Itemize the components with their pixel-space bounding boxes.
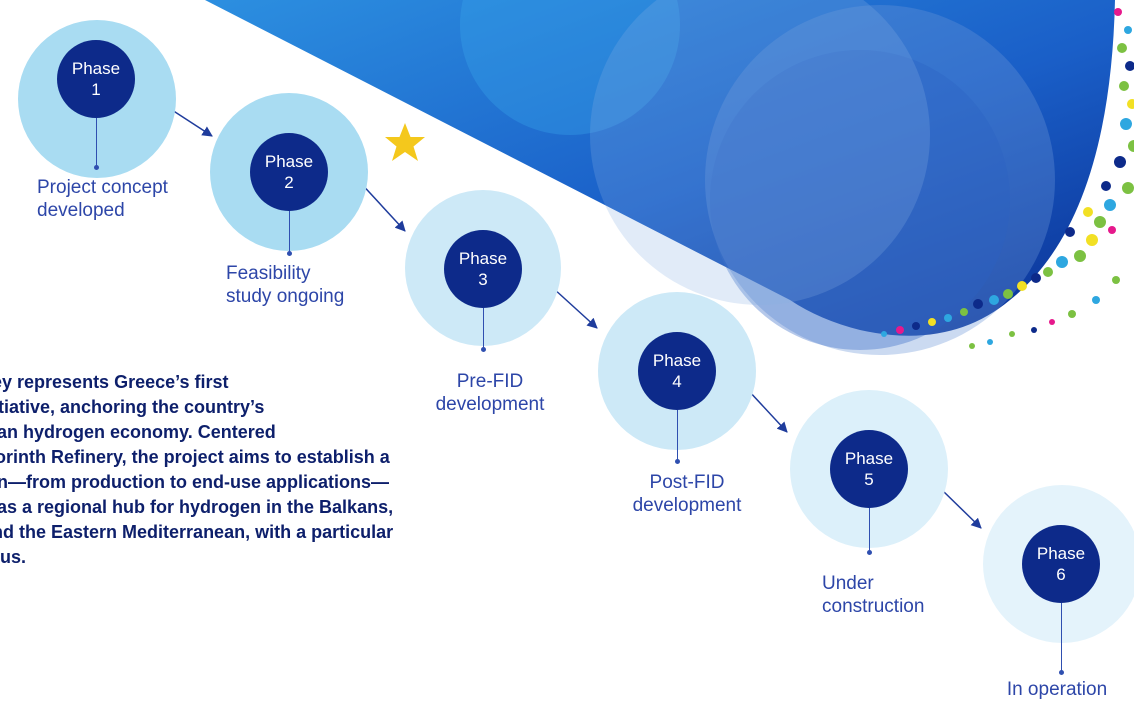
confetti-dot	[1119, 81, 1129, 91]
star-icon	[385, 123, 425, 161]
confetti-dot	[973, 299, 983, 309]
phase-1-connector	[94, 118, 99, 170]
confetti-dot	[1108, 226, 1116, 234]
phase-2-node: Phase 2	[250, 133, 328, 211]
confetti-dot	[969, 343, 975, 349]
confetti-dot	[1125, 61, 1134, 71]
phase-1-status: Project concept developed	[37, 177, 168, 221]
confetti-dot	[1003, 289, 1013, 299]
confetti-dot	[1074, 250, 1086, 262]
confetti-dot	[1086, 234, 1098, 246]
confetti-dot	[1065, 227, 1075, 237]
confetti-dot	[1124, 26, 1132, 34]
confetti-dot	[987, 339, 993, 345]
confetti-dot	[1056, 256, 1068, 268]
confetti-dot	[1009, 331, 1015, 337]
confetti-dot	[1068, 310, 1076, 318]
confetti-dot	[1112, 276, 1120, 284]
confetti-dot	[928, 318, 936, 326]
confetti-dot	[1094, 216, 1106, 228]
confetti-dot	[912, 322, 920, 330]
arrow-phase-5-to-6	[941, 489, 982, 529]
confetti-dot	[1114, 8, 1122, 16]
confetti-dot	[1092, 296, 1100, 304]
phase-arrows	[171, 109, 982, 529]
phase-3-node: Phase 3	[444, 230, 522, 308]
confetti-dot	[944, 314, 952, 322]
phase-6-node: Phase 6	[1022, 525, 1100, 603]
phase-5-status: Under construction	[822, 573, 925, 617]
phase-5-number: 5	[864, 470, 874, 489]
confetti-dot	[1114, 156, 1126, 168]
phase-1-node: Phase 1	[57, 40, 135, 118]
confetti-dot	[1128, 140, 1134, 152]
phase-3-word: Phase	[458, 249, 508, 268]
arrow-phase-3-to-4	[552, 287, 598, 329]
confetti-dot	[1127, 99, 1134, 109]
phase-6-status: In operation	[1006, 679, 1108, 700]
arrow-phase-1-to-2	[171, 109, 213, 137]
phase-5-node: Phase 5	[830, 430, 908, 508]
confetti-dot	[1031, 273, 1041, 283]
confetti-dot	[1083, 207, 1093, 217]
arrow-phase-4-to-5	[747, 389, 788, 433]
confetti-dot	[1122, 182, 1134, 194]
phase-2-word: Phase	[264, 152, 314, 171]
confetti-dot	[1017, 281, 1027, 291]
phase-5-connector	[867, 508, 872, 555]
confetti-dot	[1101, 181, 1111, 191]
phase-2-number: 2	[284, 173, 294, 192]
confetti-dot	[1117, 43, 1127, 53]
blue-banner-shape	[205, 0, 1115, 355]
phase-3-number: 3	[478, 270, 488, 289]
confetti-dot	[1120, 118, 1132, 130]
phase-2-status: Feasibility study ongoing	[226, 263, 345, 307]
phase-6-number: 6	[1056, 565, 1066, 584]
phase-4-node: Phase 4	[638, 332, 716, 410]
confetti-dot	[1031, 327, 1037, 333]
phase-3-connector	[481, 308, 486, 352]
project-description: lley represents Greece’s first nitiative…	[0, 372, 394, 567]
phase-4-word: Phase	[652, 351, 702, 370]
confetti-dot	[1049, 319, 1055, 325]
confetti-dot	[989, 295, 999, 305]
phase-1-word: Phase	[71, 59, 121, 78]
confetti-dots	[881, 8, 1134, 349]
phase-4-number: 4	[672, 372, 682, 391]
phase-6-connector	[1059, 603, 1064, 675]
confetti-dot	[960, 308, 968, 316]
confetti-dot	[896, 326, 904, 334]
phase-2-connector	[287, 211, 292, 256]
phase-6-word: Phase	[1036, 544, 1086, 563]
phase-3-status: Pre-FID development	[435, 371, 545, 415]
phase-4-connector	[675, 410, 680, 464]
confetti-dot	[1104, 199, 1116, 211]
confetti-dot	[1043, 267, 1053, 277]
phase-1-number: 1	[91, 80, 101, 99]
phase-5-word: Phase	[844, 449, 894, 468]
confetti-dot	[881, 331, 887, 337]
phase-4-status: Post-FID development	[632, 472, 742, 516]
